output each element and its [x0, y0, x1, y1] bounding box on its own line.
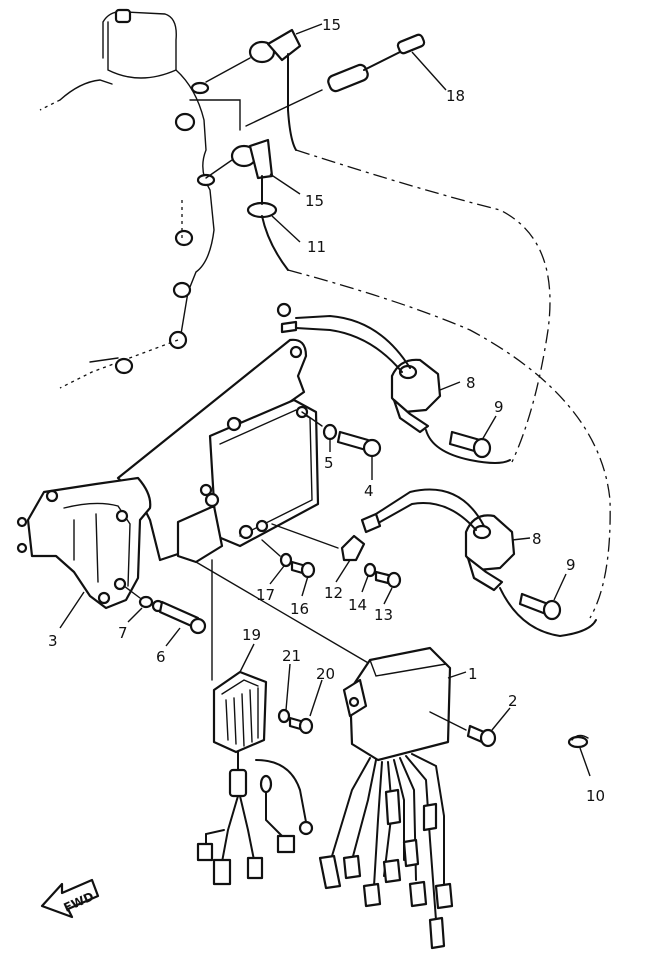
routing-line-upper — [295, 149, 551, 463]
callout-labels: 15 18 15 11 8 9 5 4 8 9 3 7 6 17 16 12 1… — [48, 16, 605, 805]
callout-label: 7 — [118, 624, 128, 642]
cdi-screw — [429, 711, 497, 748]
callout-label: 20 — [316, 665, 335, 683]
ignition-coil-lower — [360, 488, 597, 638]
fwd-arrow-icon: FWD — [40, 878, 100, 919]
ignition-coil-upper — [276, 302, 511, 464]
rectifier-washer-screw — [277, 708, 314, 735]
callout-label: 12 — [324, 584, 343, 602]
callout-label: 2 — [508, 692, 518, 710]
callout-label: 14 — [348, 596, 367, 614]
callout-label: 3 — [48, 632, 58, 650]
callout-label: 9 — [566, 556, 576, 574]
callout-label: 15 — [305, 192, 324, 210]
callout-label: 19 — [242, 626, 261, 644]
callout-label: 9 — [494, 398, 504, 416]
routing-line-lower — [287, 269, 611, 619]
coil-bolt-upper — [448, 430, 492, 459]
callout-label: 17 — [256, 586, 275, 604]
callout-leaders — [59, 23, 591, 777]
callout-label: 18 — [446, 87, 465, 105]
bracket-casting — [16, 476, 152, 610]
callout-label: 8 — [532, 530, 542, 548]
callout-label: 5 — [324, 454, 334, 472]
spark-plug-cap-upper — [205, 28, 302, 151]
washer-and-bolt-left — [123, 585, 207, 635]
callout-label: 21 — [282, 647, 301, 665]
callout-label: 8 — [466, 374, 476, 392]
callout-label: 10 — [586, 787, 605, 805]
rectifier-regulator — [196, 670, 314, 886]
callout-label: 11 — [307, 238, 326, 256]
clamp-washer-screw — [271, 523, 402, 589]
callout-label: 16 — [290, 600, 309, 618]
washer-and-screw-center — [261, 539, 316, 579]
wire-clip — [567, 734, 589, 749]
washer-and-bolt-upper — [301, 411, 382, 458]
coil-bolt-lower — [518, 592, 562, 621]
cdi-mount-leader — [195, 561, 371, 665]
callout-label: 4 — [364, 482, 374, 500]
engine-block-outline — [39, 8, 241, 389]
callout-label: 6 — [156, 648, 166, 666]
callout-label: 15 — [322, 16, 341, 34]
connector-wire — [245, 33, 426, 127]
spark-plug-cap-lower — [205, 138, 274, 180]
callout-label: 1 — [468, 665, 478, 683]
cdi-unit — [318, 646, 454, 950]
callout-label: 13 — [374, 606, 393, 624]
grommet-and-lead — [246, 175, 289, 271]
